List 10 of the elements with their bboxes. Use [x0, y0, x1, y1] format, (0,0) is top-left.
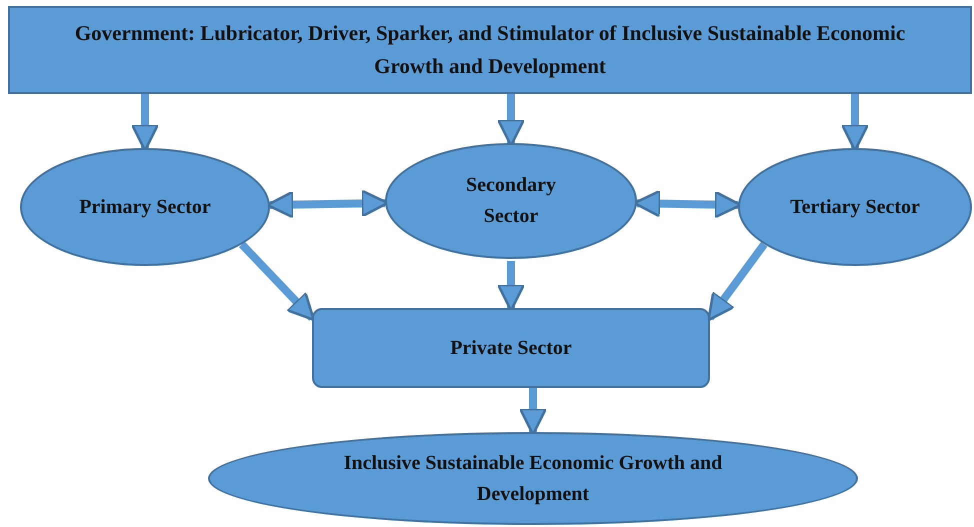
node-label: Government: Lubricator, Driver, Sparker, and Stimulator of Inclusive Sustainable Economic Growth and Development: [74, 20, 906, 80]
process-box: [312, 308, 710, 388]
block-arrow: [706, 242, 768, 322]
node-label: Private Sector: [450, 336, 572, 360]
node-label: Inclusive Sustainable Economic Growth and Development: [342, 450, 724, 506]
node-label: Secondary Sector: [465, 173, 557, 229]
node-label: Primary Sector: [79, 194, 211, 220]
node-label: Tertiary Sector: [790, 194, 920, 220]
block-arrow: [238, 242, 316, 322]
process-box: [8, 6, 972, 94]
